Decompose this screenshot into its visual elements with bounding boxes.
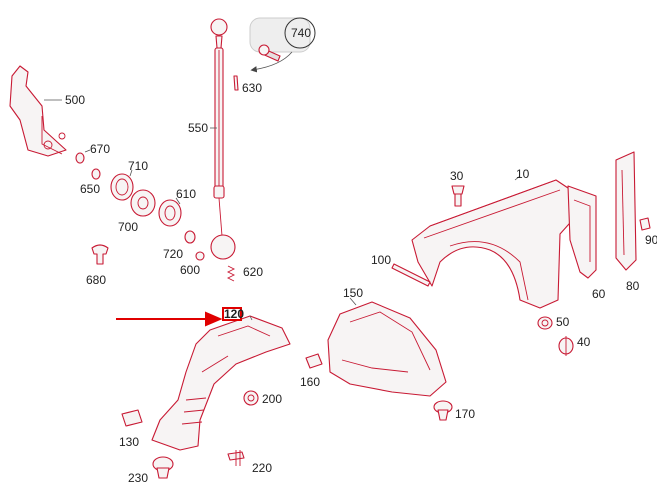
part-80-strip: 80 (615, 151, 640, 293)
part-10-fender: 10 (411, 167, 581, 309)
callout-130[interactable]: 130 (119, 435, 139, 449)
part-680-clip: 680 (86, 244, 109, 287)
callout-710[interactable]: 710 (128, 159, 148, 173)
callout-600[interactable]: 600 (180, 263, 200, 277)
part-600-group: 600 (180, 251, 205, 277)
highlight-box-120 (222, 307, 242, 321)
part-90-clip: 90 (639, 217, 657, 247)
part-710-ring: 710 (110, 159, 148, 201)
red-pointer-arrow (116, 311, 223, 327)
part-160-clip: 160 (300, 353, 323, 389)
callout-60[interactable]: 60 (592, 287, 606, 301)
callout-740[interactable]: 740 (291, 26, 311, 40)
part-50-nut: 50 (537, 315, 570, 330)
part-30-bolt: 30 (450, 169, 465, 207)
part-620-spring: 620 (226, 265, 263, 282)
part-100-strip: 100 (371, 253, 431, 287)
callout-30[interactable]: 30 (450, 169, 464, 183)
part-60-panel: 60 (567, 185, 606, 301)
callout-50[interactable]: 50 (556, 315, 570, 329)
callout-90[interactable]: 90 (645, 233, 657, 247)
callout-220[interactable]: 220 (252, 461, 272, 475)
callout-550[interactable]: 550 (188, 121, 208, 135)
part-740-group: 740 (249, 17, 316, 73)
callout-720[interactable]: 720 (163, 247, 183, 261)
part-670-group: 670 (75, 142, 110, 164)
callout-670[interactable]: 670 (90, 142, 110, 156)
callout-680[interactable]: 680 (86, 273, 106, 287)
callout-500[interactable]: 500 (65, 93, 85, 107)
callout-100[interactable]: 100 (371, 253, 391, 267)
callout-650[interactable]: 650 (80, 182, 100, 196)
callout-230[interactable]: 230 (128, 471, 148, 485)
part-130-clip: 130 (119, 409, 143, 449)
part-610-grommet: 610 (158, 187, 196, 227)
callout-160[interactable]: 160 (300, 375, 320, 389)
callout-10[interactable]: 10 (516, 167, 530, 181)
part-40-screw: 40 (558, 335, 591, 356)
callout-40[interactable]: 40 (577, 335, 591, 349)
callout-150[interactable]: 150 (343, 286, 363, 300)
callout-630[interactable]: 630 (242, 81, 262, 95)
part-700-bushing: 700 (118, 189, 156, 234)
part-200-nut: 200 (243, 390, 282, 406)
callout-700[interactable]: 700 (118, 220, 138, 234)
part-550-rod: 550 (188, 18, 236, 260)
callout-120[interactable]: 120 (224, 307, 244, 321)
callout-620[interactable]: 620 (243, 265, 263, 279)
part-220-screw: 220 (227, 450, 272, 475)
callout-170[interactable]: 170 (455, 407, 475, 421)
part-150-liner: 150 (327, 286, 447, 397)
part-120-liner: 120 (151, 307, 291, 451)
callout-200[interactable]: 200 (262, 392, 282, 406)
part-720-group: 720 (163, 230, 196, 261)
callout-80[interactable]: 80 (626, 279, 640, 293)
part-230-plug: 230 (128, 456, 174, 485)
part-500-bracket: 500 (9, 65, 85, 157)
part-170-plug: 170 (433, 400, 475, 421)
part-630-group: 630 (233, 75, 262, 95)
callout-610[interactable]: 610 (176, 187, 196, 201)
part-650-group: 650 (80, 168, 101, 196)
